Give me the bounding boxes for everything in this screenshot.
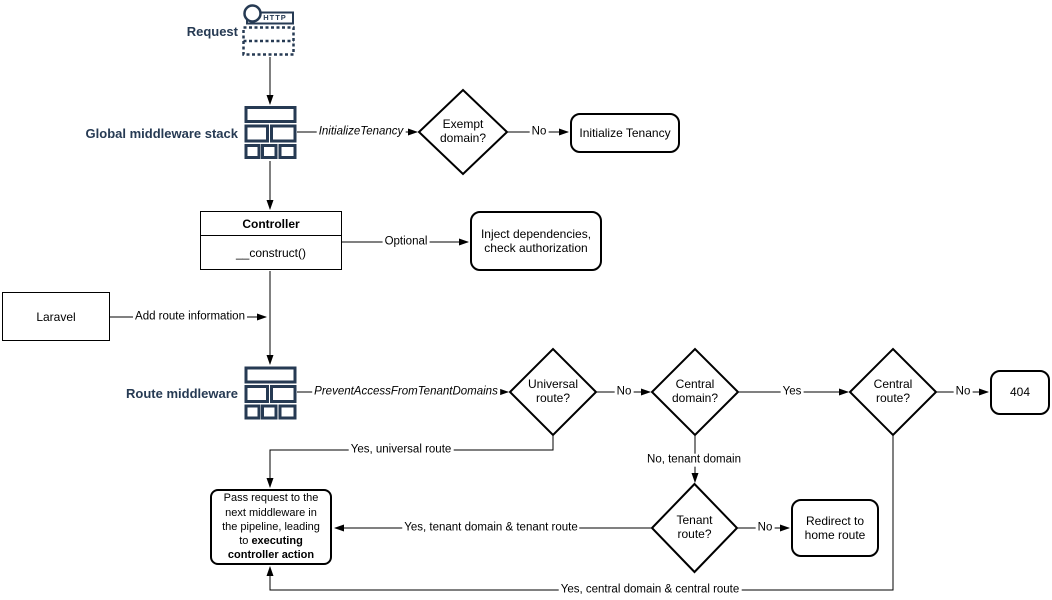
initialize-tenancy-middleware-label: InitializeTenancy <box>316 125 406 139</box>
global-middleware-stack-label: Global middleware stack <box>85 126 238 141</box>
yes-central-route-label: Yes, central domain & central route <box>558 583 742 597</box>
http-icon-label: HTTP <box>263 13 287 22</box>
http-request-icon <box>242 4 295 56</box>
no-central-route-label: No <box>953 385 973 399</box>
yes-universal-route-label: Yes, universal route <box>348 443 454 457</box>
no-universal-label: No <box>614 385 634 399</box>
route-middleware-stack-icon <box>244 366 297 420</box>
redirect-home-node: Redirect to home route <box>791 499 879 557</box>
pass-request-node: Pass request to the next middleware in t… <box>210 489 332 565</box>
exempt-domain-diamond <box>417 88 509 176</box>
decision-diamonds <box>417 88 938 574</box>
laravel-node: Laravel <box>2 292 110 341</box>
tenant-route-diamond <box>650 482 739 574</box>
universal-route-diamond <box>508 347 598 437</box>
404-node: 404 <box>990 370 1050 415</box>
controller-construct: __construct() <box>235 245 307 260</box>
central-route-diamond <box>848 347 938 437</box>
central-domain-diamond <box>650 347 740 437</box>
yes-tenant-route-label: Yes, tenant domain & tenant route <box>402 521 580 535</box>
controller-node: Controller __construct() <box>200 211 342 270</box>
add-route-information-label: Add route information <box>133 310 247 324</box>
no-exempt-label: No <box>529 125 549 139</box>
initialize-tenancy-node: Initialize Tenancy <box>570 113 680 153</box>
no-tenant-domain-label: No, tenant domain <box>645 453 743 467</box>
pass-request-text: Pass request to the next middleware in t… <box>222 492 320 548</box>
route-middleware-label: Route middleware <box>126 386 238 401</box>
request-label: Request <box>186 24 238 39</box>
global-middleware-stack-icon <box>244 106 297 159</box>
pass-request-bold-text: executing controller action <box>227 535 315 562</box>
no-tenant-route-label: No <box>755 521 775 535</box>
optional-label: Optional <box>382 235 430 249</box>
inject-dependencies-node: Inject dependencies, check authorization <box>470 211 602 271</box>
yes-central-domain-label: Yes <box>780 385 804 399</box>
controller-title: Controller <box>201 212 341 236</box>
prevent-access-middleware-label: PreventAccessFromTenantDomains <box>312 385 500 399</box>
